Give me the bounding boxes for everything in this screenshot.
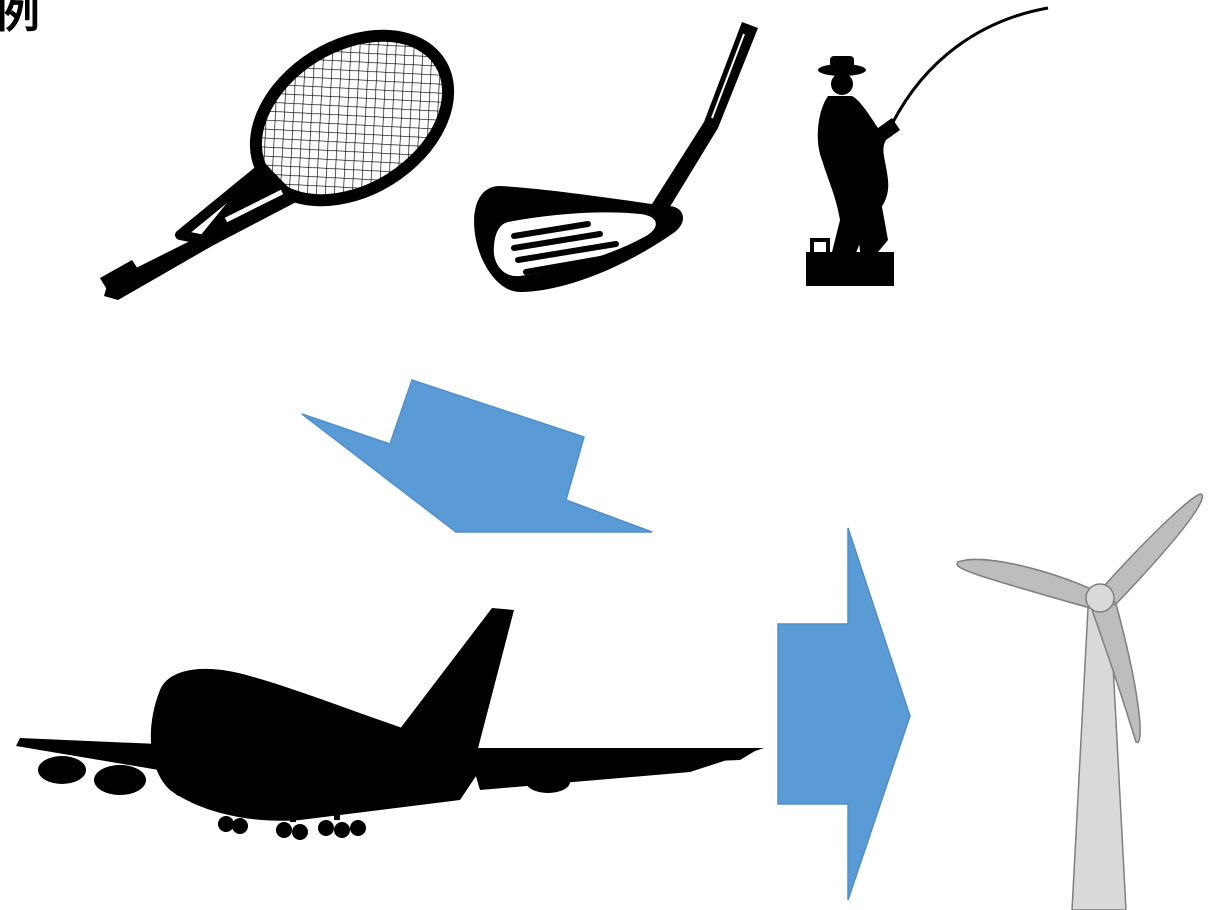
airplane-icon [16,608,764,840]
wind-turbine-icon [957,494,1202,910]
golf-club-icon [474,22,758,292]
down-left-arrow [302,380,652,532]
right-arrow [778,528,910,900]
tennis-racket-icon [100,2,478,300]
fisherman-icon [806,8,1048,286]
